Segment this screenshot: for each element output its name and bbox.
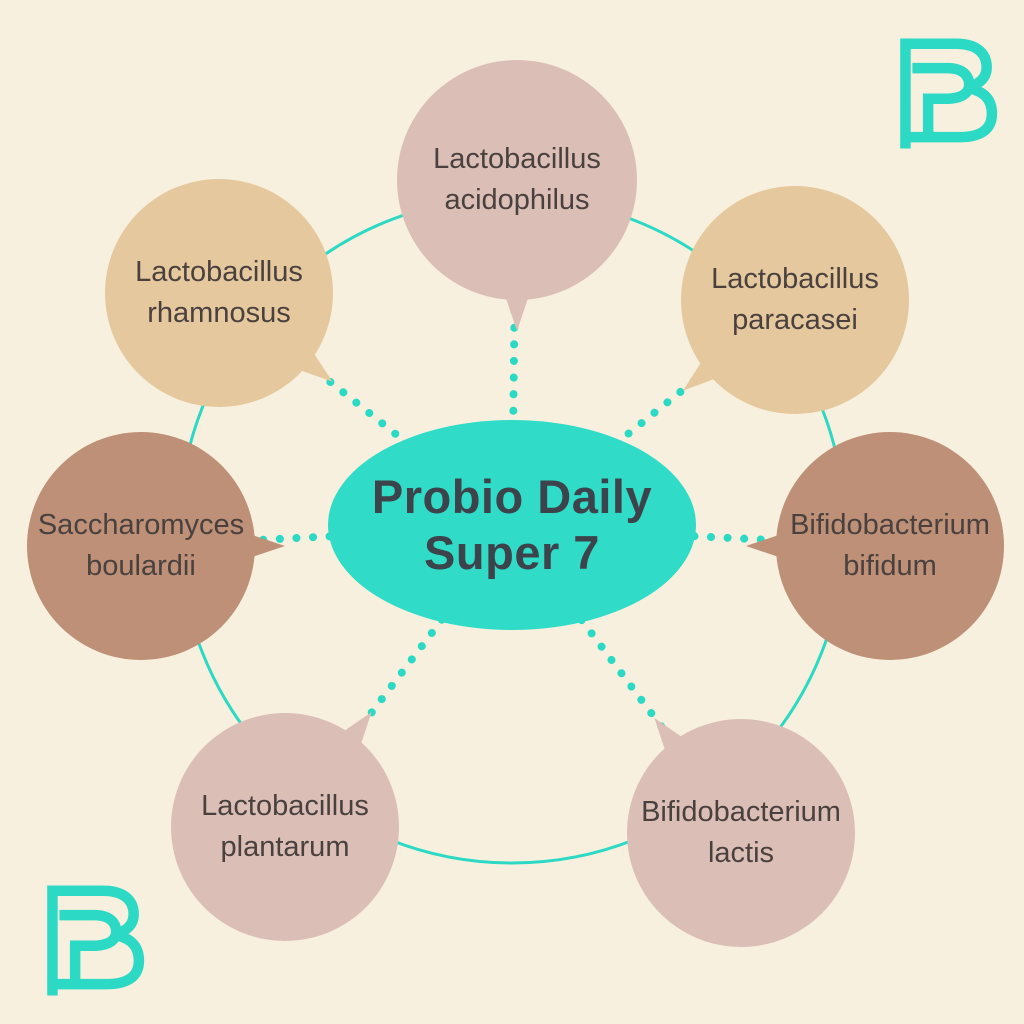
strain-genus: Bifidobacterium [641, 795, 841, 828]
strain-species: rhamnosus [147, 297, 291, 329]
bubble-label: Bifidobacterium bifidum [790, 505, 990, 587]
bubble-label: Saccharomyces boulardii [38, 505, 244, 587]
page-title: Probio Daily Super 7 [328, 420, 696, 630]
bubble-lactobacillus-rhamnosus: Lactobacillus rhamnosus [105, 179, 333, 407]
strain-genus: Lactobacillus [135, 255, 303, 288]
brand-logo-b-icon [900, 38, 998, 149]
brand-logo-b-icon [47, 885, 145, 996]
bubble-label: Lactobacillus acidophilus [433, 139, 601, 221]
bubble-label: Lactobacillus plantarum [201, 786, 369, 868]
bubble-saccharomyces-boulardii: Saccharomyces boulardii [27, 432, 285, 660]
connector-left [137, 523, 516, 550]
bubble-label: Lactobacillus rhamnosus [135, 252, 303, 334]
strain-species: boulardii [86, 550, 196, 582]
strain-species: paracasei [732, 304, 858, 336]
bubble-bifidobacterium-lactis: Bifidobacterium lactis [627, 719, 855, 947]
strain-genus: Lactobacillus [433, 142, 601, 175]
title-line-2: Super 7 [424, 526, 600, 579]
strain-genus: Lactobacillus [711, 262, 879, 295]
strain-genus: Saccharomyces [37, 508, 245, 541]
strain-species: lactis [707, 837, 775, 869]
title-line-1: Probio Daily [371, 469, 653, 523]
strain-species: plantarum [220, 831, 350, 863]
bubble-lactobacillus-acidophilus: Lactobacillus acidophilus [397, 60, 637, 300]
strain-species: acidophilus [444, 184, 590, 216]
bubble-lactobacillus-paracasei: Lactobacillus paracasei [681, 186, 909, 414]
bubble-lactobacillus-plantarum: Lactobacillus plantarum [171, 713, 399, 941]
strain-genus: Bifidobacterium [790, 508, 990, 541]
center-ellipse [328, 420, 696, 630]
strain-genus: Lactobacillus [201, 789, 369, 822]
bubble-label: Lactobacillus paracasei [711, 259, 879, 341]
strain-species: bifidum [843, 550, 937, 582]
bubble-label: Bifidobacterium lactis [641, 792, 841, 874]
bubble-bifidobacterium-bifidum: Bifidobacterium bifidum [776, 432, 1004, 660]
